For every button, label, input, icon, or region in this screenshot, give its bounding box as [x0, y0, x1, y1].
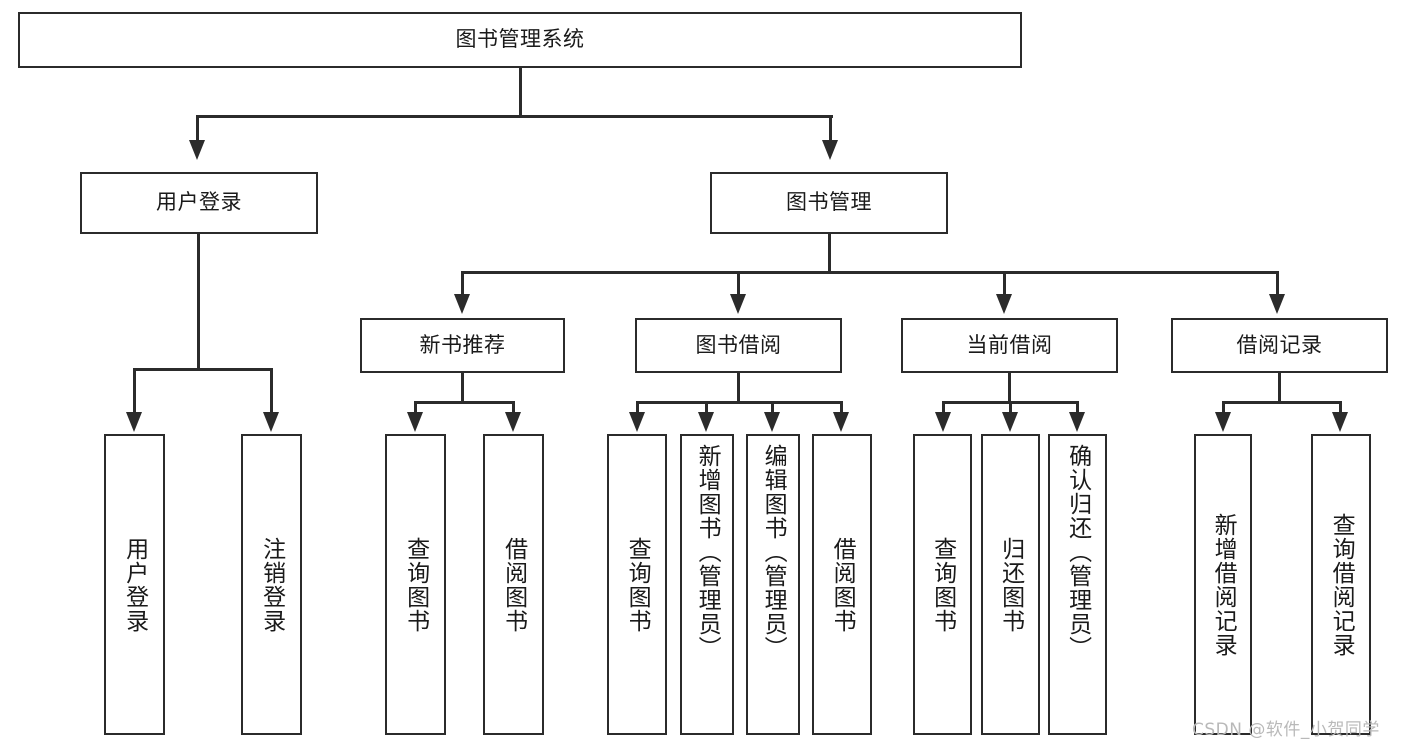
arrowhead-bb-leaf-3 — [764, 412, 780, 432]
node-user-login[interactable]: 用户登录 — [80, 172, 318, 234]
arrowhead-bb-leaf-1 — [629, 412, 645, 432]
connector-bb-stem — [737, 373, 740, 403]
node-label: 归还图书 — [997, 536, 1024, 633]
connector-user-login-bus — [133, 368, 272, 371]
watermark: CSDN @软件_小贺同学 — [1192, 720, 1380, 740]
leaf-nbr-borrow-book[interactable]: 借阅图书 — [483, 434, 544, 735]
node-label: 查询图书 — [624, 536, 651, 633]
arrowhead-cb-leaf-1 — [935, 412, 951, 432]
leaf-cb-return-book[interactable]: 归还图书 — [981, 434, 1040, 735]
connector-br-drop-2 — [1339, 401, 1342, 415]
connector-nbr-drop-2 — [512, 401, 515, 415]
node-root-library-management-system[interactable]: 图书管理系统 — [18, 12, 1022, 68]
connector-bb-drop-2 — [705, 401, 708, 415]
leaf-bb-query-book[interactable]: 查询图书 — [607, 434, 667, 735]
connector-cb-stem — [1008, 373, 1011, 403]
arrowhead-cb-leaf-3 — [1069, 412, 1085, 432]
leaf-br-query-record[interactable]: 查询借阅记录 — [1311, 434, 1371, 735]
arrowhead-bm-child-2 — [730, 294, 746, 314]
leaf-cb-query-book[interactable]: 查询图书 — [913, 434, 972, 735]
arrowhead-bb-leaf-4 — [833, 412, 849, 432]
arrowhead-nbr-leaf-1 — [407, 412, 423, 432]
leaf-bb-edit-book-admin[interactable]: 编辑图书（管理员） — [746, 434, 800, 735]
arrowhead-bm-child-1 — [454, 294, 470, 314]
node-book-management[interactable]: 图书管理 — [710, 172, 948, 234]
connector-root-stem — [519, 68, 522, 117]
connector-book-management-stem — [828, 234, 831, 274]
connector-cb-drop-2 — [1009, 401, 1012, 415]
connector-bm-drop-3 — [1003, 271, 1006, 301]
leaf-br-add-record[interactable]: 新增借阅记录 — [1194, 434, 1252, 735]
node-label: 借阅图书 — [500, 536, 527, 633]
connector-bm-drop-4 — [1276, 271, 1279, 301]
node-label: 新增借阅记录 — [1210, 512, 1237, 657]
connector-nbr-bus — [414, 401, 515, 404]
arrowhead-root-to-user-login — [189, 140, 205, 160]
node-label: 用户登录 — [156, 190, 242, 215]
node-label: 图书借阅 — [695, 332, 782, 357]
arrowhead-br-leaf-1 — [1215, 412, 1231, 432]
arrowhead-br-leaf-2 — [1332, 412, 1348, 432]
leaf-nbr-query-book[interactable]: 查询图书 — [385, 434, 446, 735]
connector-user-login-drop-2 — [270, 368, 273, 415]
node-new-book-recommend[interactable]: 新书推荐 — [360, 318, 565, 373]
node-label: 借阅图书 — [829, 536, 856, 633]
connector-root-bus — [196, 115, 833, 118]
node-label: 当前借阅 — [966, 332, 1053, 357]
arrowhead-nbr-leaf-2 — [505, 412, 521, 432]
connector-cb-drop-1 — [942, 401, 945, 415]
connector-root-to-book-management — [829, 115, 832, 145]
node-label: 图书管理系统 — [455, 27, 585, 52]
leaf-user-login-login[interactable]: 用户登录 — [104, 434, 165, 735]
connector-bb-drop-3 — [771, 401, 774, 415]
node-label: 图书管理 — [786, 190, 872, 215]
connector-bb-bus — [636, 401, 843, 404]
node-label: 确认归还（管理员） — [1064, 444, 1091, 660]
arrowhead-root-to-book-management — [822, 140, 838, 160]
connector-nbr-drop-1 — [414, 401, 417, 415]
connector-bm-drop-2 — [737, 271, 740, 301]
node-label: 注销登录 — [258, 536, 285, 633]
node-label: 查询图书 — [929, 536, 956, 633]
connector-bm-drop-1 — [461, 271, 464, 301]
connector-root-to-user-login — [196, 115, 199, 145]
node-book-borrow[interactable]: 图书借阅 — [635, 318, 842, 373]
connector-bb-drop-1 — [636, 401, 639, 415]
arrowhead-cb-leaf-2 — [1002, 412, 1018, 432]
leaf-bb-add-book-admin[interactable]: 新增图书（管理员） — [680, 434, 734, 735]
node-label: 查询图书 — [402, 536, 429, 633]
arrowhead-user-login-leaf-1 — [126, 412, 142, 432]
arrowhead-user-login-leaf-2 — [263, 412, 279, 432]
arrowhead-bb-leaf-2 — [698, 412, 714, 432]
leaf-bb-borrow-book[interactable]: 借阅图书 — [812, 434, 872, 735]
node-label: 编辑图书（管理员） — [760, 444, 787, 660]
node-label: 新增图书（管理员） — [694, 444, 721, 660]
connector-user-login-stem — [197, 234, 200, 370]
connector-br-stem — [1278, 373, 1281, 403]
connector-user-login-drop-1 — [133, 368, 136, 415]
arrowhead-bm-child-3 — [996, 294, 1012, 314]
node-label: 借阅记录 — [1236, 332, 1323, 357]
leaf-user-login-logout[interactable]: 注销登录 — [241, 434, 302, 735]
node-label: 查询借阅记录 — [1328, 512, 1355, 657]
node-current-borrow[interactable]: 当前借阅 — [901, 318, 1118, 373]
arrowhead-bm-child-4 — [1269, 294, 1285, 314]
connector-bb-drop-4 — [840, 401, 843, 415]
leaf-cb-confirm-return-admin[interactable]: 确认归还（管理员） — [1048, 434, 1107, 735]
connector-br-drop-1 — [1222, 401, 1225, 415]
connector-nbr-stem — [461, 373, 464, 403]
node-borrow-record[interactable]: 借阅记录 — [1171, 318, 1388, 373]
connector-book-management-bus — [461, 271, 1279, 274]
node-label: 新书推荐 — [419, 332, 506, 357]
connector-cb-drop-3 — [1076, 401, 1079, 415]
connector-br-bus — [1222, 401, 1342, 404]
node-label: 用户登录 — [121, 536, 148, 633]
